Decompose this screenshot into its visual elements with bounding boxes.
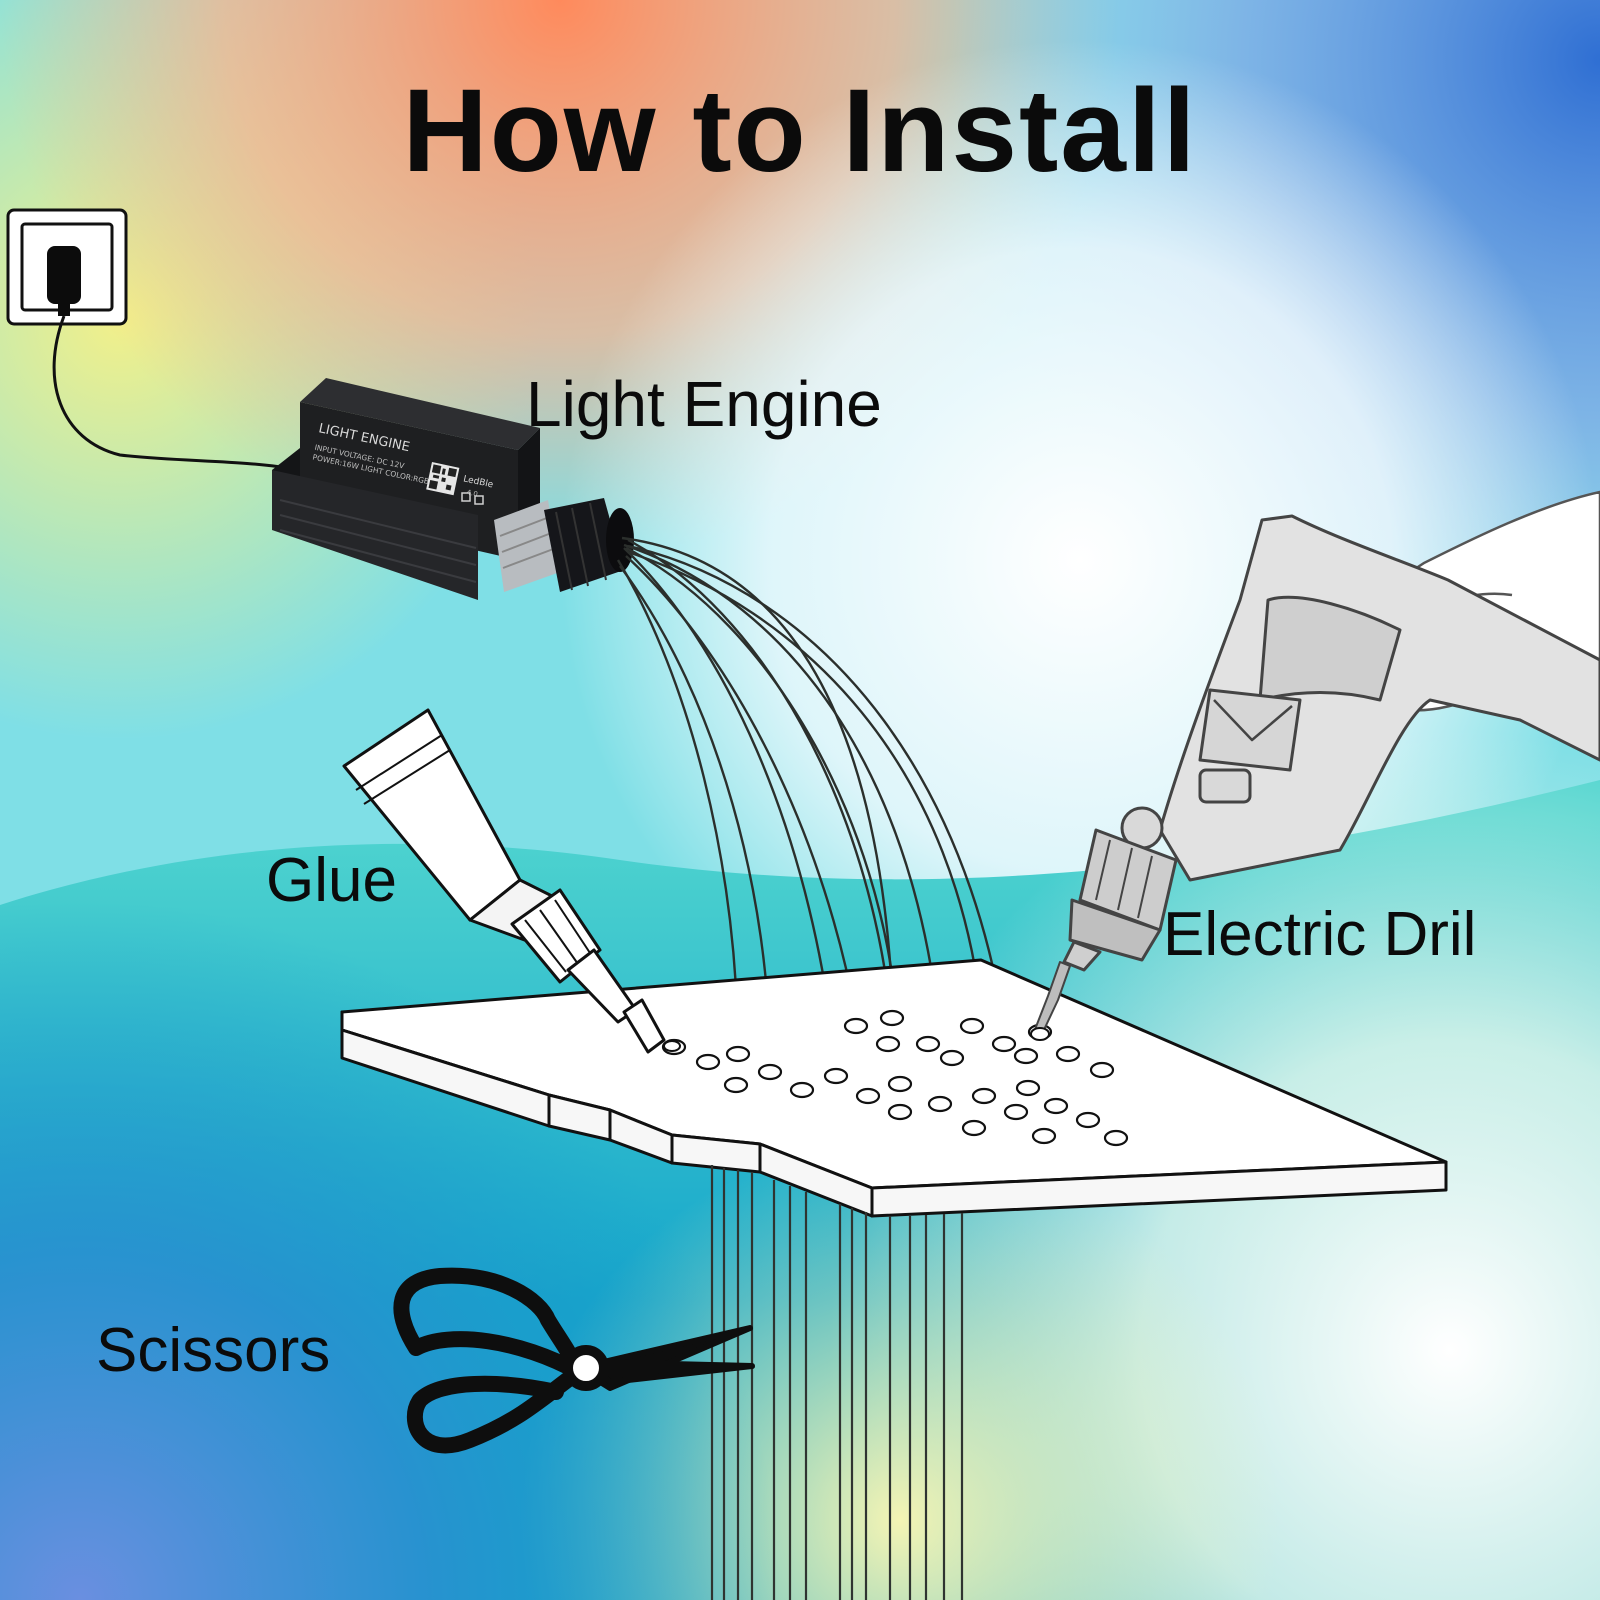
scissors-icon bbox=[393, 1267, 755, 1454]
qr-code-icon bbox=[426, 462, 460, 496]
glue-tube-icon bbox=[342, 708, 681, 1054]
hanging-fiber-strands bbox=[710, 1165, 964, 1600]
light-engine-label: Light Engine bbox=[526, 368, 882, 440]
power-cord bbox=[52, 315, 299, 472]
light-engine-icon: LIGHT ENGINE INPUT VOLTAGE: DC 12V POWER… bbox=[272, 378, 634, 600]
page-title: How to Install bbox=[402, 65, 1198, 197]
device-version-text: 4.0 bbox=[466, 488, 479, 498]
glue-label: Glue bbox=[266, 846, 397, 915]
scissors-label: Scissors bbox=[96, 1316, 331, 1385]
board-holes bbox=[661, 1009, 1129, 1147]
electric-drill-label: Electric Dril bbox=[1163, 900, 1477, 969]
plug-icon bbox=[47, 246, 81, 316]
electric-drill-icon bbox=[1030, 514, 1600, 1041]
